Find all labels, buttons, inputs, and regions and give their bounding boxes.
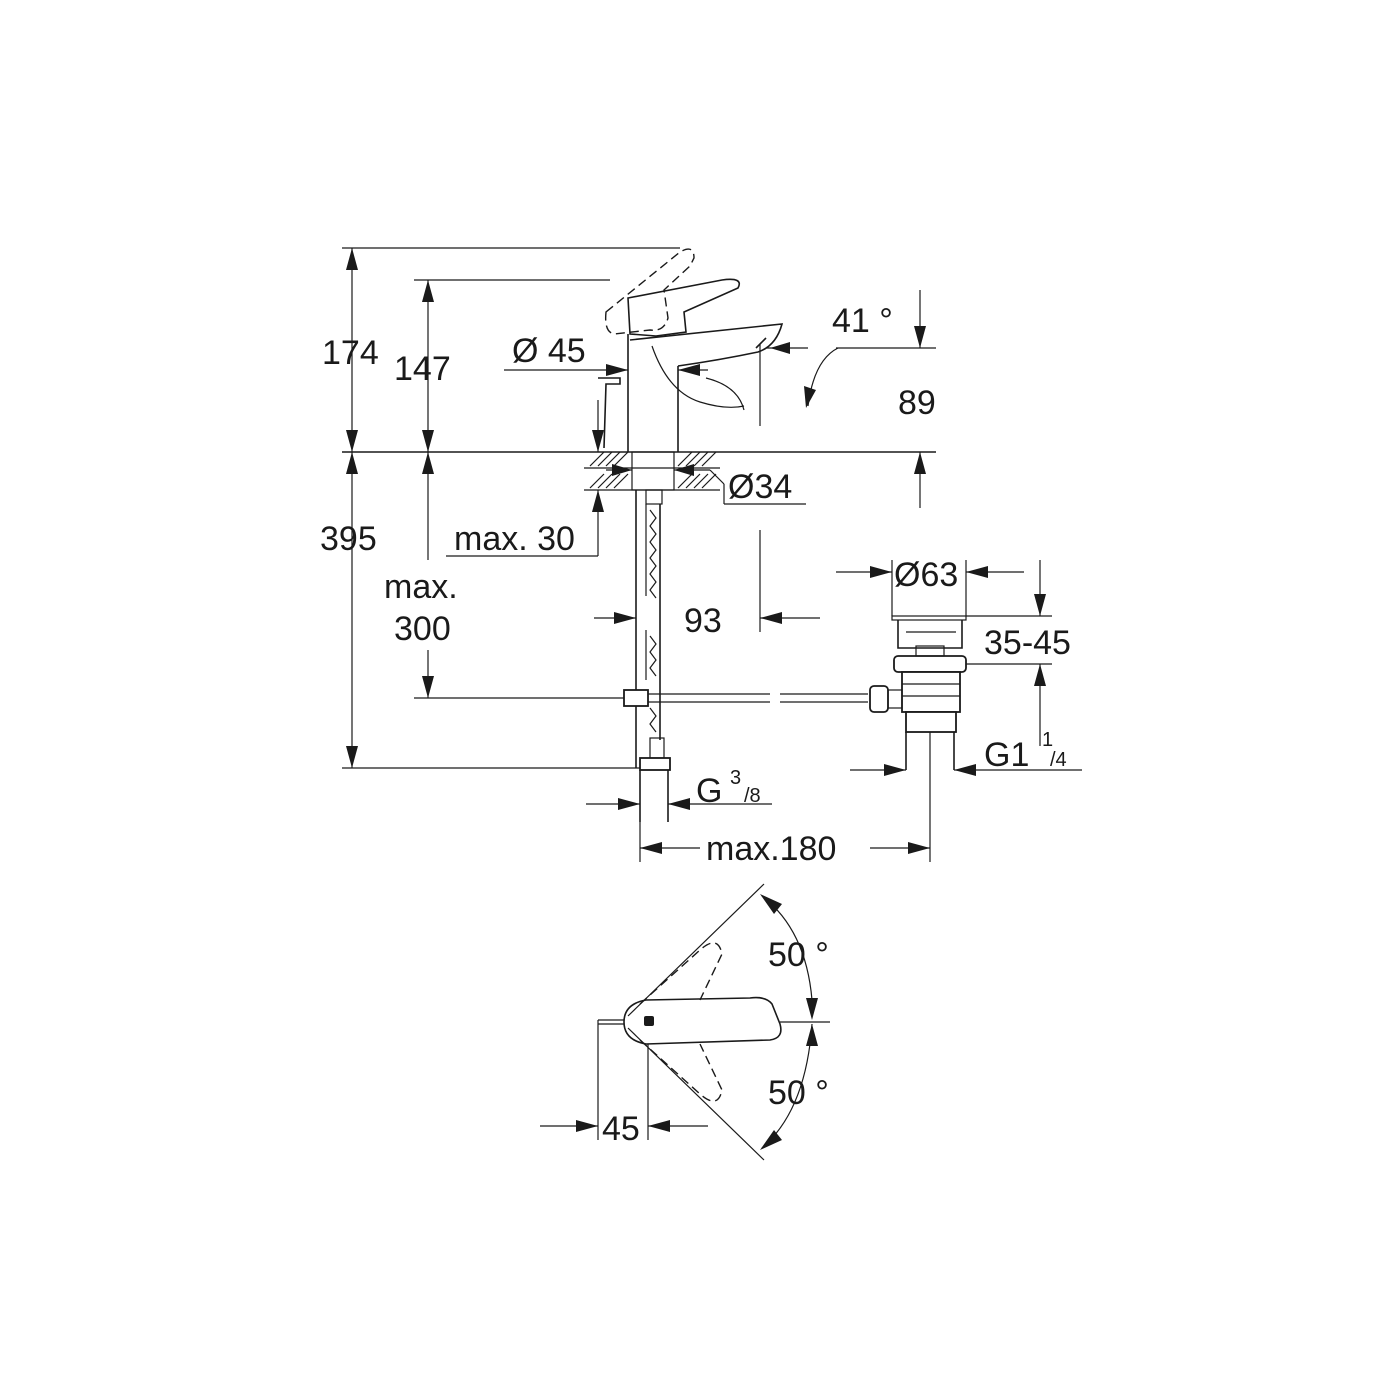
dim-supply-thread: G [696, 772, 722, 810]
dim-supply-thread-den: /8 [744, 785, 761, 807]
dim-spout-angle: 41 ° [832, 302, 893, 340]
dim-below-deck: 395 [320, 520, 377, 558]
dim-supply-thread-num: 3 [730, 767, 741, 789]
dim-waste-thread-den: /4 [1050, 749, 1067, 771]
popup-waste [869, 615, 967, 770]
dim-lever-swing-lower: 50 ° [768, 1074, 829, 1112]
below-deck-fittings [623, 451, 868, 822]
faucet-side-view [598, 248, 784, 452]
dim-lever-offset: 45 [602, 1110, 640, 1148]
dim-waste-diameter: Ø63 [894, 556, 958, 594]
dim-spout-reach: 93 [684, 602, 722, 640]
deck-hatching [584, 451, 720, 491]
dim-spout-height: 147 [394, 350, 451, 388]
dim-outlet-height: 89 [898, 384, 936, 422]
faucet-top-view [540, 883, 830, 1161]
dim-waste-height: 35-45 [984, 624, 1071, 662]
dim-waste-thread-num: 1 [1042, 729, 1053, 751]
dim-total-height: 174 [322, 334, 379, 372]
dim-hole-diameter: Ø34 [728, 468, 792, 506]
dim-max-rod-1: max. [384, 568, 458, 606]
dim-deck-thickness: max. 30 [454, 520, 575, 558]
dimension-lines [342, 247, 1082, 862]
dim-body-diameter: Ø 45 [512, 332, 586, 370]
dim-waste-thread: G1 [984, 736, 1029, 774]
dim-lever-swing-upper: 50 ° [768, 936, 829, 974]
dim-max-distance: max.180 [706, 830, 836, 868]
dim-max-rod-2: 300 [394, 610, 451, 648]
